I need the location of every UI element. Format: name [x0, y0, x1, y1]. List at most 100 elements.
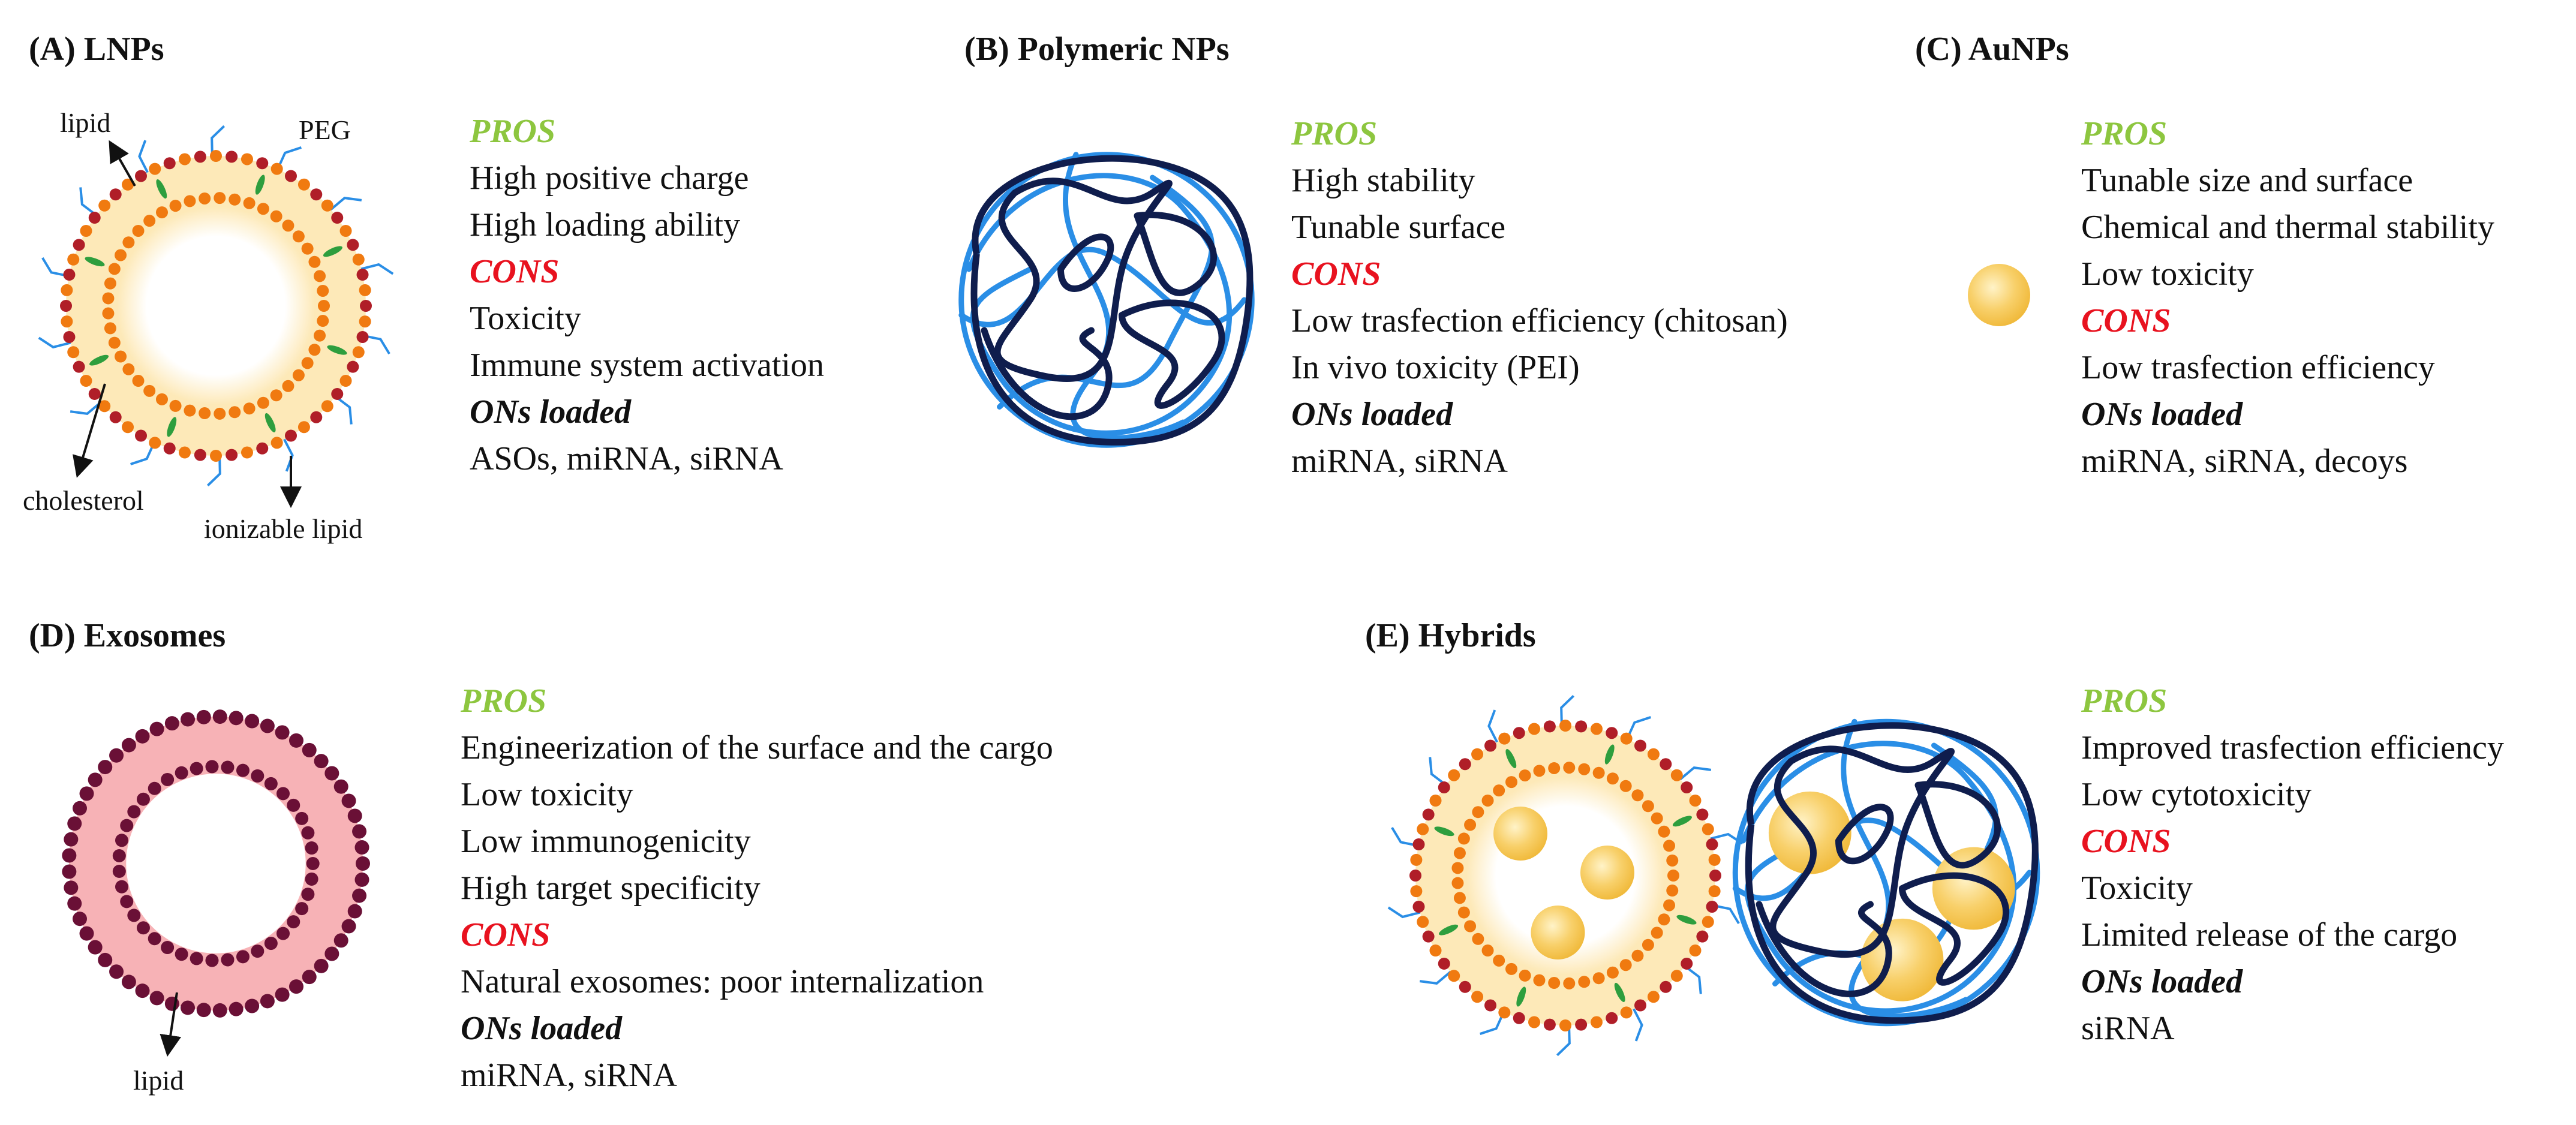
outer-lipid-head [1422, 930, 1435, 943]
ons-heading: ONs loaded [2081, 963, 2243, 1000]
cons-heading: CONS [2081, 823, 2171, 860]
outer-lipid-head [270, 437, 283, 449]
inner-lipid-head [1642, 800, 1654, 813]
inner-lipid-head [214, 407, 226, 420]
inner-lipid-head [104, 322, 116, 335]
outer-lipid-head [1620, 1006, 1633, 1019]
exosome-lipid-head [135, 983, 150, 998]
peg-chain [276, 146, 302, 170]
exosome-lipid-head [287, 798, 300, 812]
inner-lipid-head [132, 224, 145, 237]
peg-chain [1487, 709, 1498, 743]
outer-lipid-head [1708, 853, 1721, 866]
outer-lipid-head [1498, 732, 1511, 745]
exosome-lipid-head [121, 738, 136, 753]
outer-lipid-head [194, 151, 206, 163]
cons-item: Limited release of the cargo [2081, 916, 2458, 953]
exosome-lipid-head [79, 786, 94, 801]
exosome-lipid-head [127, 805, 141, 819]
inner-lipid-head [282, 380, 294, 392]
outer-lipid-head [1438, 781, 1450, 794]
ons-value: ASOs, miRNA, siRNA [470, 440, 783, 477]
exosome-lipid-head [352, 824, 367, 839]
pros-heading: PROS [461, 682, 547, 720]
outer-lipid-head [356, 330, 369, 343]
cholesterol [255, 175, 265, 195]
inner-lipid-head [108, 263, 121, 275]
inner-lipid-head [1658, 825, 1670, 838]
ons-value: miRNA, siRNA, decoys [2081, 443, 2408, 480]
outer-lipid-head [98, 199, 111, 212]
exosome-lipid-head [275, 725, 290, 740]
cholesterol [89, 354, 109, 366]
outer-lipid-head [1606, 727, 1618, 739]
peg-chain [1633, 1008, 1643, 1042]
inner-lipid-head [318, 300, 330, 312]
pros-item: High positive charge [470, 160, 749, 197]
gold-cargo [1531, 906, 1585, 959]
outer-lipid-head [360, 300, 372, 312]
inner-lipid-head [1631, 789, 1644, 802]
cholesterol [264, 413, 276, 432]
cholesterol [327, 345, 347, 355]
exosome-lipid-head [275, 987, 290, 1002]
inner-lipid-head [1548, 977, 1561, 989]
exosome-lipid-head [62, 848, 77, 863]
outer-lipid-head [1448, 970, 1460, 982]
polymeric-np-diagram [958, 152, 1255, 448]
exosome-lipid-head [251, 769, 264, 783]
cons-item: In vivo toxicity (PEI) [1291, 349, 1580, 386]
outer-lipid-head [285, 429, 297, 442]
panel-b-text: PROS High stability Tunable surface CONS… [1291, 110, 1788, 485]
exosome-label-lipid: lipid [133, 1065, 184, 1096]
hybrid-lnp [1387, 694, 1744, 1057]
outer-lipid-head [352, 346, 365, 359]
exosome-lipid-head [190, 952, 203, 965]
ons-value: miRNA, siRNA [461, 1057, 677, 1094]
inner-lipid-head [115, 249, 127, 261]
cons-item: Toxicity [2081, 870, 2193, 907]
outer-lipid-head [321, 199, 333, 212]
lnp-label-peg: PEG [299, 115, 351, 145]
cons-item: Immune system activation [470, 347, 824, 384]
pros-item: Low toxicity [2081, 255, 2254, 293]
outer-lipid-head [1706, 838, 1718, 851]
ons-value: siRNA [2081, 1010, 2175, 1047]
peg-chain [70, 401, 102, 415]
outer-lipid-head [241, 446, 253, 459]
inner-lipid-head [1642, 938, 1654, 951]
outer-lipid-head [210, 450, 222, 462]
gold-cargo [1580, 846, 1634, 900]
exosome-lipid-head [196, 709, 211, 724]
outer-lipid-head [1575, 1018, 1588, 1031]
outer-lipid-head [310, 188, 323, 201]
outer-lipid-head [1689, 944, 1702, 956]
exosome-lipid-head [347, 808, 362, 823]
exosome-lipid-head [212, 709, 227, 724]
outer-lipid-head [1459, 980, 1471, 993]
cons-item: Low trasfection efficiency (chitosan) [1291, 302, 1788, 339]
exosome-lipid-head [67, 896, 82, 911]
outer-lipid-head [339, 375, 352, 387]
outer-lipid-head [1660, 980, 1672, 993]
inner-lipid-head [270, 210, 282, 222]
inner-lipid-head [1667, 870, 1679, 882]
outer-lipid-head [226, 151, 238, 163]
exosome-lipid-head [175, 947, 188, 961]
inner-lipid-head [314, 329, 326, 342]
outer-lipid-head [1706, 900, 1718, 913]
outer-lipid-head [63, 330, 76, 343]
peg-chain [1391, 826, 1419, 847]
cons-item: Natural exosomes: poor internalization [461, 963, 984, 1000]
exosome-lipid-head [314, 958, 329, 973]
outer-lipid-head [1647, 748, 1660, 760]
inner-lipid-head [1451, 862, 1464, 874]
cons-heading: CONS [461, 916, 551, 953]
exosome-lipid-head [127, 909, 141, 922]
outer-lipid-head [347, 239, 359, 251]
cons-item: Toxicity [470, 300, 581, 337]
inner-lipid-head [257, 203, 269, 215]
exosome-lipid-head [341, 919, 356, 934]
exosome-lipid-head [98, 760, 113, 775]
polymer-outline-dark [970, 155, 1254, 446]
